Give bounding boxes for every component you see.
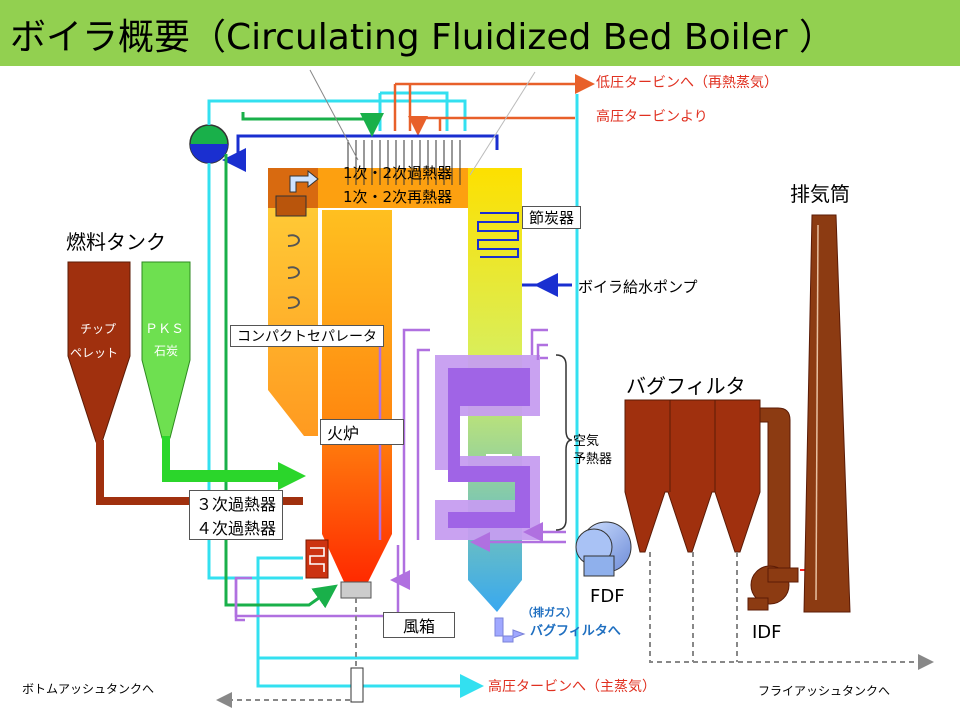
idf-fan (747, 565, 799, 611)
gas-flow-arrow (289, 169, 319, 193)
fuel-conveyor-3 (162, 436, 170, 478)
label-coal: 石炭 (154, 344, 179, 358)
label-feed-pump: ボイラ給水ポンプ (578, 278, 698, 296)
boiler-diagram (67, 69, 934, 708)
label-superheater-4: ４次過熱器 (189, 515, 284, 540)
fuel-feed-arrow (162, 462, 306, 490)
steam-drum (189, 124, 229, 164)
combustion-air-lines (234, 328, 566, 622)
label-exhaust-gas: （排ガス） (522, 606, 577, 619)
exhaust-stack (803, 214, 851, 613)
superheater-4-coil (305, 539, 329, 579)
ash-valve (350, 667, 364, 703)
label-fdf: FDF (590, 586, 625, 607)
label-air-preheater-1: 空気 (573, 434, 600, 449)
cyclone-outlet-box (275, 195, 307, 217)
title-bar: ボイラ概要（Circulating Fluidized Bed Boiler ） (0, 0, 960, 66)
label-superheater-1-2: 1次・2次過熱器 (343, 164, 453, 182)
reheat-lines (393, 74, 595, 136)
label-bag-filter: バグフィルタ (626, 374, 746, 398)
main-steam-lines (207, 91, 579, 698)
label-fly-ash: フライアッシュタンクへ (758, 684, 891, 698)
label-economizer: 節炭器 (522, 206, 582, 229)
fdf-fan (575, 521, 632, 577)
label-superheater-3: ３次過熱器 (189, 490, 284, 515)
label-chip: チップ (80, 322, 117, 336)
label-furnace: 火炉 (320, 419, 404, 445)
label-compact-separator: コンパクトセパレータ (230, 325, 384, 347)
label-from-hp-turbine: 高圧タービンより (596, 109, 708, 125)
furnace-body (322, 210, 392, 582)
label-to-bag-filter: バグフィルタへ (530, 624, 621, 639)
leader-lines (309, 69, 359, 161)
windbox (340, 581, 372, 599)
label-fuel-tank: 燃料タンク (66, 230, 166, 254)
label-idf: IDF (752, 622, 782, 643)
stack-highlight (815, 224, 819, 601)
exhaust-gas-arrow (494, 617, 526, 643)
air-preheater (435, 355, 540, 540)
label-pks: ＰＫＳ (145, 322, 185, 337)
label-pellet: ペレット (70, 346, 119, 360)
superheater-coil-bank (347, 140, 461, 185)
bag-filter-unit (624, 399, 761, 553)
reheat-out-leader (469, 71, 536, 176)
superheater-4-tubes (309, 547, 325, 572)
label-stack: 排気筒 (790, 182, 850, 206)
label-bottom-ash: ボトムアッシュタンクへ (22, 682, 155, 696)
economizer-coil (477, 212, 519, 258)
compact-separator (268, 168, 318, 436)
recirculation-lines (224, 112, 384, 609)
air-preheater-bracket (555, 354, 573, 531)
label-to-hp-turbine: 高圧タービンへ（主蒸気） (488, 679, 656, 695)
label-reheater-1-2: 1次・2次再熱器 (343, 188, 453, 206)
label-windbox: 風箱 (383, 612, 455, 638)
page-title: ボイラ概要（Circulating Fluidized Bed Boiler ） (10, 17, 836, 58)
fuel-conveyor-1 (96, 440, 104, 500)
flue-duct-to-idf (759, 407, 791, 571)
label-low-pressure-turbine: 低圧タービンへ（再熱蒸気） (596, 75, 778, 91)
label-air-preheater-2: 予熱器 (573, 452, 613, 467)
